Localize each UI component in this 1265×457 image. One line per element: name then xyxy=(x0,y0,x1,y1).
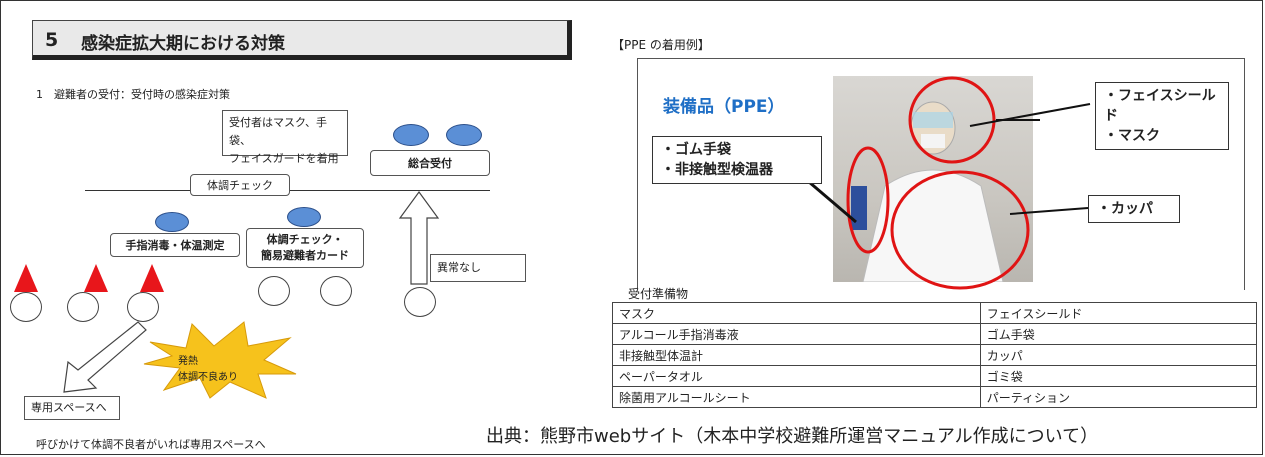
diagonal-arrow-icon xyxy=(63,321,147,393)
sanitize-box: 手指消毒・体温測定 xyxy=(110,233,240,257)
staff-marker-3 xyxy=(155,212,189,232)
callout-hand: ・ゴム手袋 ・非接触型検温器 xyxy=(652,136,822,184)
table-cell: ペーパータオル xyxy=(612,365,981,387)
table-row: 除菌用アルコールシート パーティション xyxy=(612,386,1258,408)
callout-face-line-1: ・フェイスシールド xyxy=(1104,88,1216,124)
person-circle xyxy=(127,292,159,322)
triangle-icon xyxy=(140,264,164,292)
section-title: 感染症拡大期における対策 xyxy=(81,34,285,54)
dedicated-space-box: 専用スペースへ xyxy=(24,396,120,420)
highlight-overlay xyxy=(846,76,1040,290)
staff-note-line-2: フェイスガードを着用 xyxy=(229,152,339,165)
health-card-line-1: 体調チェック・ xyxy=(266,233,344,246)
up-arrow-icon xyxy=(398,190,440,285)
health-card-line-2: 簡易避難者カード xyxy=(261,249,349,262)
fever-burst-icon xyxy=(143,321,297,399)
supplies-heading: 受付準備物 xyxy=(628,287,689,301)
fever-line-2: 体調不良あり xyxy=(178,372,238,383)
health-card-box: 体調チェック・ 簡易避難者カード xyxy=(246,228,364,268)
triangle-icon xyxy=(14,264,38,292)
table-row: 非接触型体温計 カッパ xyxy=(612,344,1258,366)
subtitle: 1 避難者の受付：受付時の感染症対策 xyxy=(36,88,230,101)
warning-triangles xyxy=(14,264,164,292)
source-caption: 出典：熊野市webサイト（木本中学校避難所運営マニュアル作成について） xyxy=(482,420,1103,450)
person-circle xyxy=(258,276,290,306)
ppe-photo-frame xyxy=(637,58,1245,290)
table-cell: 除菌用アルコールシート xyxy=(612,386,981,408)
table-cell: ゴミ袋 xyxy=(979,365,1258,387)
ppe-header: 【PPE の着用例】 xyxy=(612,38,710,52)
section-number: 5 xyxy=(45,29,59,51)
general-reception-box: 総合受付 xyxy=(370,150,490,176)
callout-face-line-2: ・マスク xyxy=(1104,128,1160,144)
staff-marker-2 xyxy=(446,124,482,146)
table-cell: マスク xyxy=(612,302,981,324)
person-circle xyxy=(10,292,42,322)
callout-body: ・カッパ xyxy=(1088,195,1180,223)
person-circle xyxy=(404,287,436,317)
staff-marker-1 xyxy=(393,124,429,146)
table-row: ペーパータオル ゴミ袋 xyxy=(612,365,1258,387)
table-cell: カッパ xyxy=(979,344,1258,366)
table-cell: アルコール手指消毒液 xyxy=(612,323,981,345)
person-circle xyxy=(320,276,352,306)
footer-note: 呼びかけて体調不良者がいれば専用スペースへ xyxy=(36,438,266,451)
triangle-icon xyxy=(84,264,108,292)
callout-hand-line-2: ・非接触型検温器 xyxy=(661,162,773,178)
highlight-circle xyxy=(890,170,1030,290)
table-cell: フェイスシールド xyxy=(979,302,1258,324)
table-cell: パーティション xyxy=(979,386,1258,408)
staff-marker-4 xyxy=(287,207,321,227)
callout-hand-line-1: ・ゴム手袋 xyxy=(661,142,731,158)
no-abnormal-box: 異常なし xyxy=(430,254,526,282)
staff-note-box: 受付者はマスク、手袋、 フェイスガードを着用 xyxy=(222,110,348,165)
staff-note-line-1: 受付者はマスク、手袋、 xyxy=(229,116,328,147)
table-row: アルコール手指消毒液 ゴム手袋 xyxy=(612,323,1258,345)
callout-lines xyxy=(801,103,1091,224)
callout-face: ・フェイスシールド ・マスク xyxy=(1095,82,1229,150)
table-cell: 非接触型体温計 xyxy=(612,344,981,366)
table-row: マスク フェイスシールド xyxy=(612,302,1258,324)
health-check-box: 体調チェック xyxy=(190,174,290,196)
highlight-circle xyxy=(846,146,890,254)
person-circle xyxy=(67,292,99,322)
section-title-bar: 5 感染症拡大期における対策 xyxy=(32,20,572,60)
ppe-title: 装備品（PPE） xyxy=(663,97,785,117)
highlight-circle xyxy=(908,76,996,164)
fever-line-1: 発熱 xyxy=(178,356,198,367)
table-cell: ゴム手袋 xyxy=(979,323,1258,345)
supplies-table: マスク フェイスシールド アルコール手指消毒液 ゴム手袋 非接触型体温計 カッパ… xyxy=(612,302,1258,408)
